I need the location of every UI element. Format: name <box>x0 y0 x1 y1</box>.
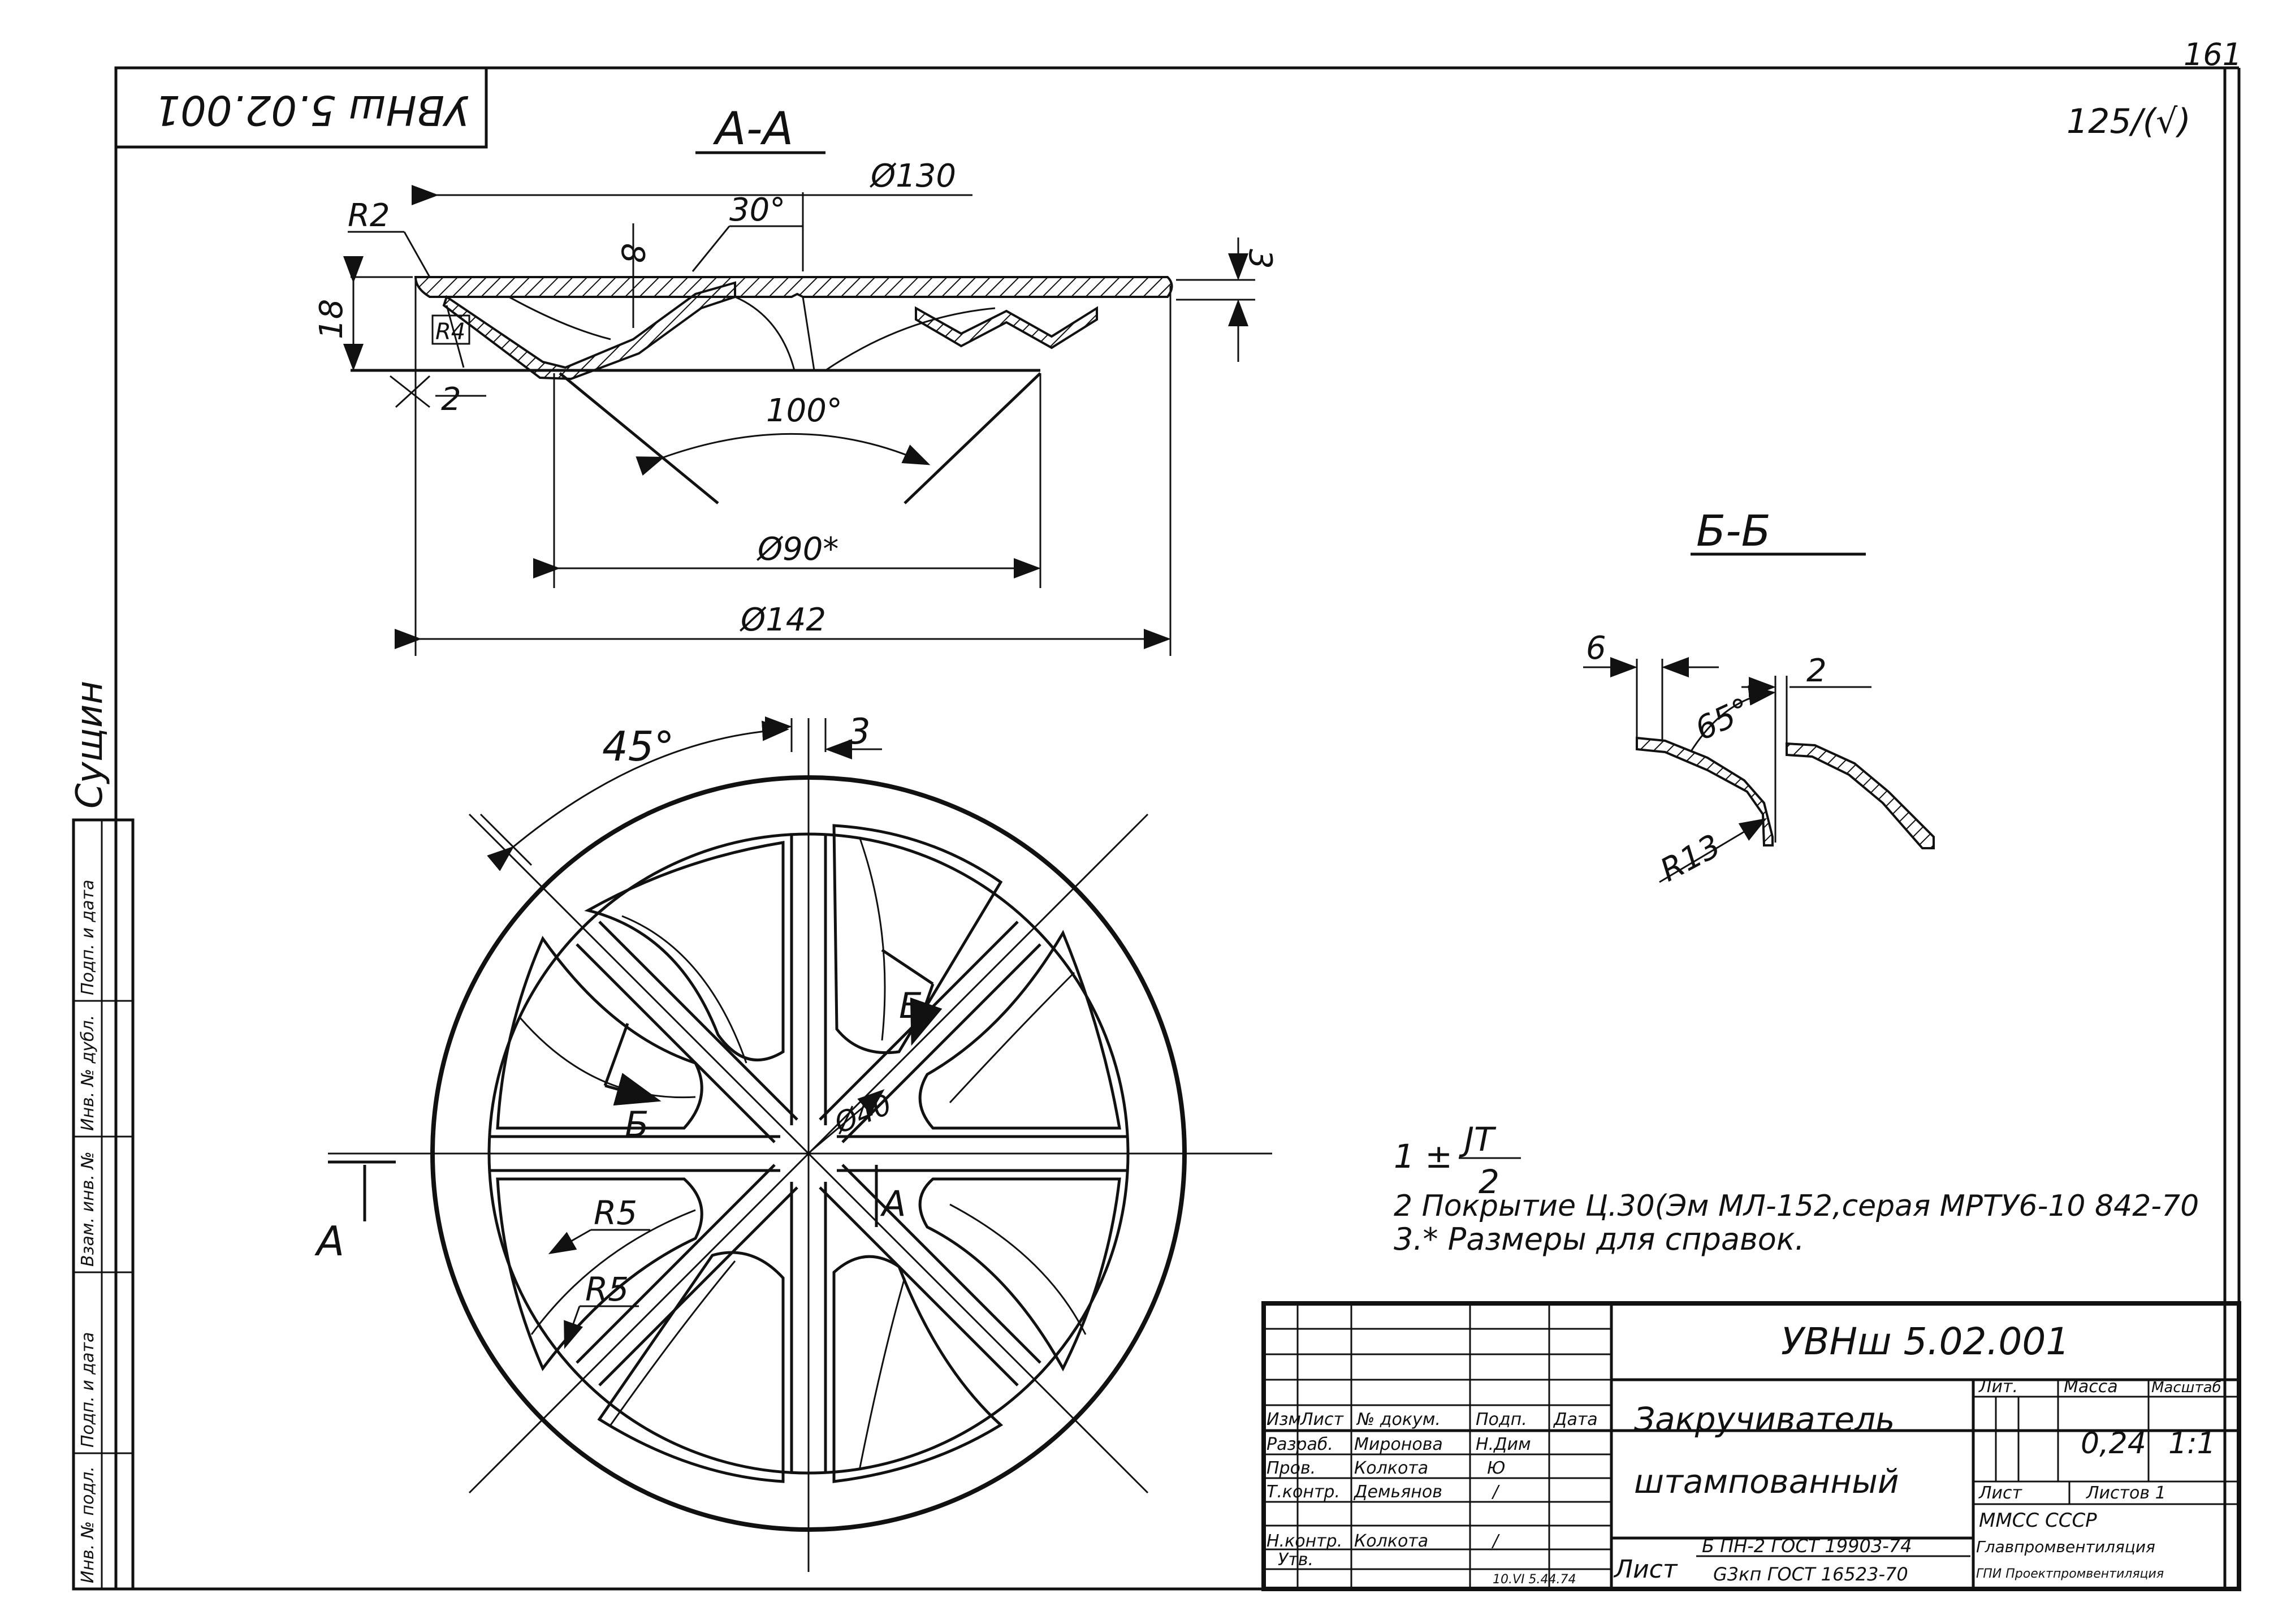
side-col-5: Инв. № подл. <box>78 1466 98 1583</box>
dim-h18: 18 <box>313 299 350 339</box>
org-3: ГПИ Проектпромвентиляция <box>1976 1567 2164 1581</box>
mark-b-lower: Б <box>625 1104 649 1145</box>
dim-t3: 3 <box>1242 249 1278 269</box>
hdr-sign: Подп. <box>1476 1410 1527 1429</box>
sheet-label: Лист <box>1978 1483 2023 1503</box>
scale-value: 1:1 <box>2168 1427 2216 1461</box>
hdr-date: Дата <box>1553 1410 1598 1429</box>
dim-bb-w6: 6 <box>1586 630 1606 667</box>
org-2: Главпромвентиляция <box>1976 1537 2155 1556</box>
material-2: G3кп ГОСТ 16523-70 <box>1713 1563 1908 1585</box>
note-3: 3.* Размеры для справок. <box>1394 1221 1805 1257</box>
roughness-symbol: 125/(√) <box>2067 102 2191 141</box>
org-1: ММСС СССР <box>1979 1509 2097 1532</box>
sign-5: / <box>1491 1531 1500 1551</box>
dim-r5-lower: R5 <box>585 1270 629 1308</box>
dim-angle-30: 30° <box>729 192 785 228</box>
section-aa-title: А-А <box>712 102 793 155</box>
svg-text:125/(√): 125/(√) <box>2067 102 2191 141</box>
note-1-prefix: 1 ± <box>1394 1137 1453 1176</box>
material-1: Б ПН-2 ГОСТ 19903-74 <box>1702 1535 1912 1557</box>
dim-d90: Ø90* <box>757 531 838 568</box>
dim-r2: R2 <box>348 197 390 234</box>
hdr-izm: Изм <box>1266 1410 1301 1429</box>
role-2: Пров. <box>1266 1458 1316 1478</box>
lit-header: Лит. <box>1978 1377 2018 1397</box>
name-3: Демьянов <box>1353 1482 1442 1502</box>
name-5: Колкота <box>1354 1531 1428 1551</box>
side-col-2: Инв. № дубл. <box>78 1015 98 1131</box>
mark-a-left: А <box>314 1217 344 1265</box>
side-signature: Сущин <box>69 681 111 809</box>
scale-header: Масштаб <box>2151 1379 2221 1396</box>
hdr-list: Лист <box>1300 1410 1345 1429</box>
sign-3: / <box>1491 1482 1500 1502</box>
dim-d130: Ø130 <box>870 158 956 195</box>
page-number: 161 <box>2184 37 2242 72</box>
dim-r5-upper: R5 <box>594 1194 637 1232</box>
plan-view: 45° 3 Ø40 R5 R5 А А Б Б <box>314 711 1272 1572</box>
role-6: Утв. <box>1278 1550 1313 1570</box>
note-1-den: 2 <box>1479 1163 1499 1201</box>
section-aa: А-А 100° Ø130 30° 8 <box>313 102 1278 656</box>
dim-r4: R4 <box>435 319 465 345</box>
mass-value: 0,24 <box>2081 1427 2146 1461</box>
title-block: УВНш 5.02.001 Закручиватель штампованный… <box>1261 1301 2241 1591</box>
stamp-code: УВНш 5.02.001 <box>154 87 469 134</box>
note-2: 2 Покрытие Ц.30(Эм МЛ-152,серая МРТУ6-10… <box>1394 1189 2199 1223</box>
side-col-4: Подп. и дата <box>78 1332 98 1448</box>
side-column: Подп. и дата Инв. № дубл. Взам. инв. № П… <box>69 681 135 1591</box>
sheets-label: Листов 1 <box>2086 1483 2166 1503</box>
title-name-1: Закручиватель <box>1634 1400 1895 1439</box>
dim-d142: Ø142 <box>740 602 826 638</box>
note-1-num: JT <box>1459 1120 1497 1159</box>
dim-t2: 2 <box>441 381 461 418</box>
role-3: Т.контр. <box>1266 1482 1340 1502</box>
material-label: Лист <box>1613 1555 1678 1584</box>
role-5: Н.контр. <box>1266 1531 1342 1551</box>
side-col-1: Подп. и дата <box>78 880 98 995</box>
title-name-2: штампованный <box>1634 1462 1899 1501</box>
dim-angle-100: 100° <box>766 392 842 429</box>
side-col-3: Взам. инв. № <box>78 1151 98 1267</box>
dim-bb-r13: R13 <box>1654 827 1727 889</box>
role-1: Разраб. <box>1266 1435 1333 1454</box>
notes: 1 ± JT 2 2 Покрытие Ц.30(Эм МЛ-152,серая… <box>1394 1120 2199 1257</box>
dim-angle-45: 45° <box>602 723 675 770</box>
name-2: Колкота <box>1354 1458 1428 1478</box>
date-6: 10.VI 5.44.74 <box>1493 1573 1576 1587</box>
dim-bb-w2: 2 <box>1806 653 1827 689</box>
dim-d40: Ø40 <box>829 1088 896 1141</box>
title-code: УВНш 5.02.001 <box>1781 1320 2069 1363</box>
dim-h8: 8 <box>614 243 651 264</box>
name-1: Миронова <box>1354 1435 1443 1454</box>
mass-header: Масса <box>2064 1377 2118 1397</box>
mark-b-upper: Б <box>899 985 923 1026</box>
dim-w3: 3 <box>848 711 870 752</box>
sign-2: Ю <box>1487 1458 1505 1478</box>
section-bb-title: Б-Б <box>1696 506 1771 556</box>
mark-a-right: А <box>880 1183 906 1224</box>
stamp-code-box: УВНш 5.02.001 <box>114 66 488 149</box>
section-bb: Б-Б 6 2 65° R13 <box>1583 506 1935 889</box>
hdr-doc: № докум. <box>1356 1410 1441 1429</box>
sign-1: Н.Дим <box>1476 1435 1531 1454</box>
